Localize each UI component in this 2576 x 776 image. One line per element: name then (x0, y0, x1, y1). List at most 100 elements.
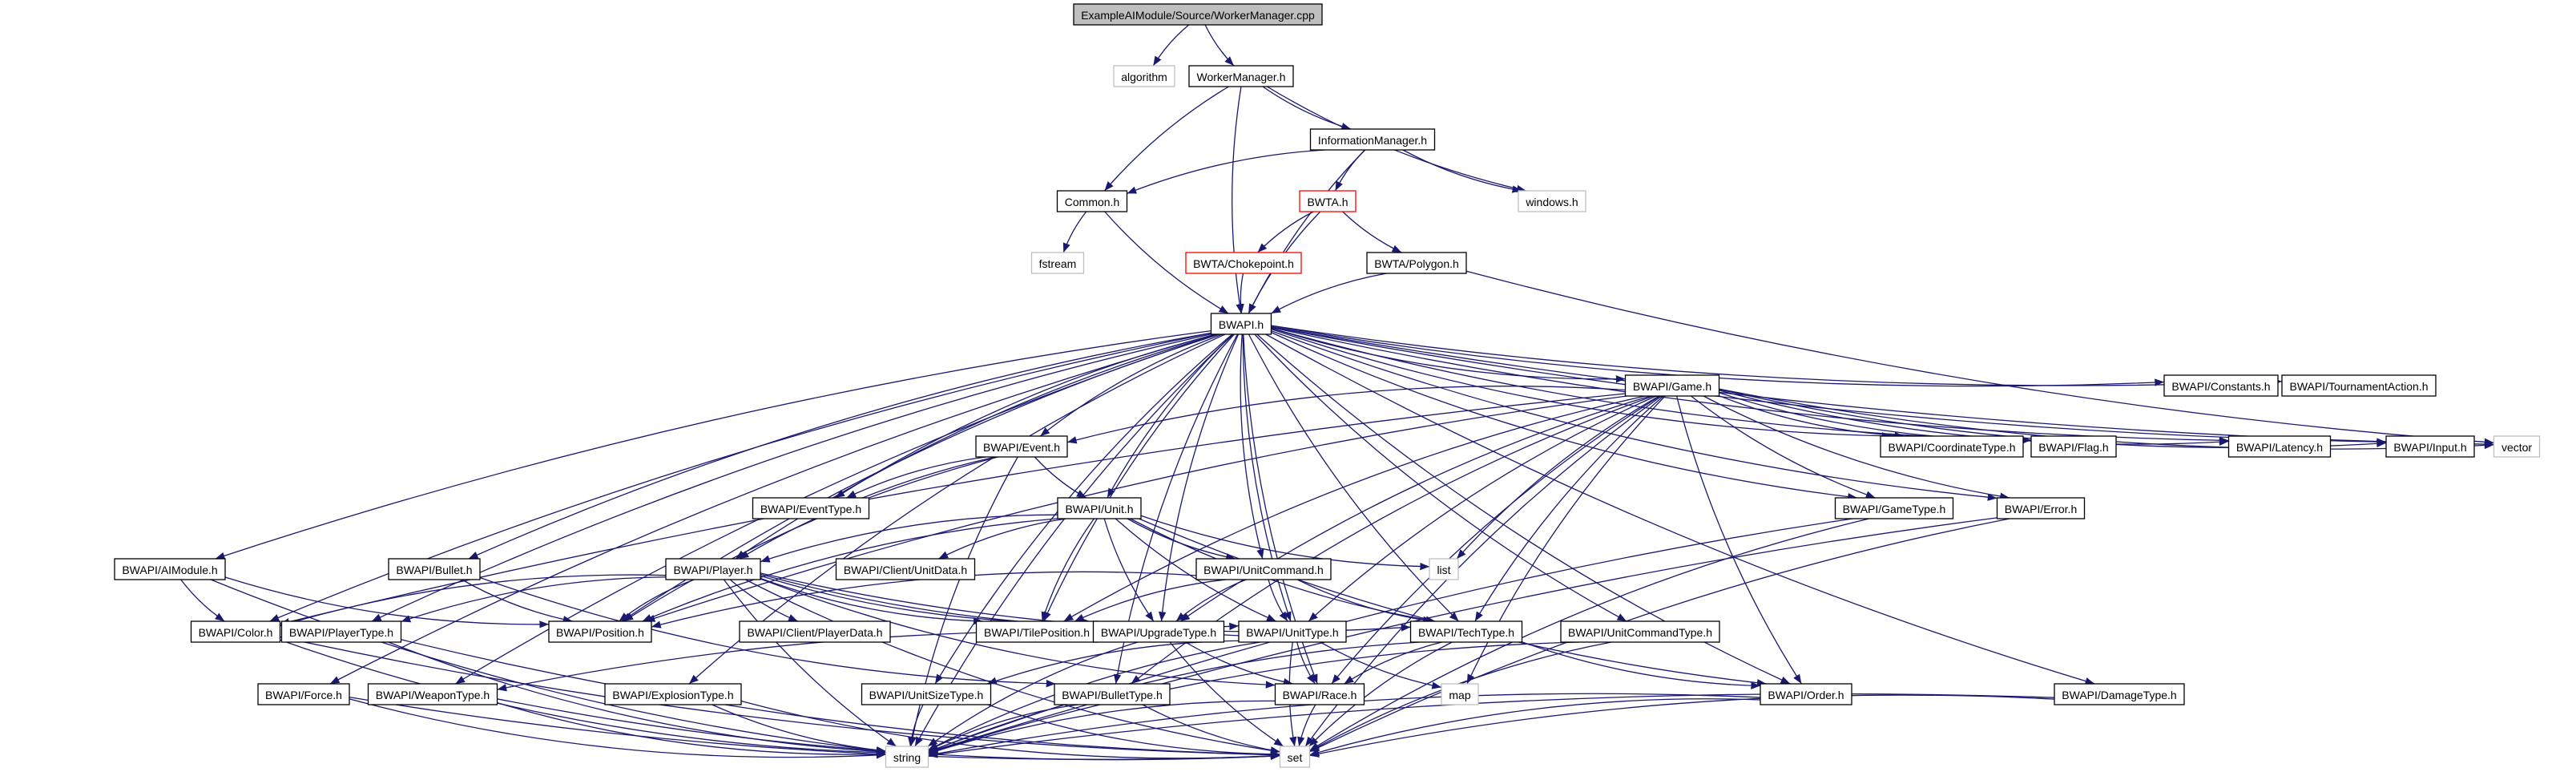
edge-player-to-set (745, 579, 1280, 754)
node-label-unitcommand: BWAPI/UnitCommand.h (1203, 564, 1324, 576)
node-label-position: BWAPI/Position.h (556, 626, 644, 639)
edge-color-to-set (280, 636, 1280, 759)
edge-gametype-to-set (1309, 518, 1869, 751)
node-order[interactable]: BWAPI/Order.h (1760, 683, 1852, 705)
node-aimodule[interactable]: BWAPI/AIModule.h (114, 558, 226, 580)
node-constants[interactable]: BWAPI/Constants.h (2163, 374, 2279, 397)
node-box-fstream (1030, 252, 1085, 274)
node-windows[interactable]: windows.h (1518, 190, 1586, 212)
node-label-latency: BWAPI/Latency.h (2236, 441, 2323, 454)
edge-damagetype-to-string (928, 693, 2055, 758)
node-unitcommand[interactable]: BWAPI/UnitCommand.h (1195, 558, 1332, 580)
node-unittype[interactable]: BWAPI/UnitType.h (1238, 620, 1347, 643)
node-position[interactable]: BWAPI/Position.h (548, 620, 652, 643)
edge-game-to-techtype (1474, 395, 1664, 622)
edge-unitcommand-to-upgradetype (1175, 579, 1247, 622)
node-bwapi[interactable]: BWAPI.h (1210, 313, 1272, 335)
edge-bwapi-to-unittype (1242, 333, 1292, 622)
edge-common-to-fstream (1062, 211, 1087, 253)
edge-player-to-tileposition (760, 577, 983, 625)
edge-game-to-color (280, 393, 1626, 626)
node-latency[interactable]: BWAPI/Latency.h (2227, 435, 2332, 458)
node-workermanager[interactable]: WorkerManager.h (1188, 65, 1294, 87)
edge-workermanager-to-infomanager (1262, 86, 1352, 131)
edge-bwapi-to-force (329, 333, 1215, 685)
node-polygon[interactable]: BWTA/Polygon.h (1366, 252, 1467, 274)
edge-bwapi-to-gametype (1271, 332, 1857, 501)
node-box-map (1441, 683, 1479, 705)
node-bullettype[interactable]: BWAPI/BulletType.h (1054, 683, 1171, 705)
node-eventtype[interactable]: BWAPI/EventType.h (752, 497, 870, 519)
edge-bwapi-to-damagetype (1265, 333, 2095, 685)
node-damagetype[interactable]: BWAPI/DamageType.h (2054, 683, 2185, 705)
edge-playertype-to-set (401, 639, 1280, 759)
node-force[interactable]: BWAPI/Force.h (257, 683, 350, 705)
edge-techtype-to-order (1522, 641, 1761, 689)
node-techtype[interactable]: BWAPI/TechType.h (1409, 620, 1523, 643)
edge-unitsizetype-to-set (987, 704, 1280, 758)
node-weapontype[interactable]: BWAPI/WeaponType.h (367, 683, 498, 705)
node-label-unittype: BWAPI/UnitType.h (1246, 626, 1338, 639)
node-infomanager[interactable]: InformationManager.h (1309, 128, 1436, 151)
node-algorithm[interactable]: algorithm (1113, 65, 1175, 87)
node-flag[interactable]: BWAPI/Flag.h (2030, 435, 2117, 458)
node-player[interactable]: BWAPI/Player.h (665, 558, 761, 580)
node-game[interactable]: BWAPI/Game.h (1624, 374, 1720, 397)
node-unitcommandtype[interactable]: BWAPI/UnitCommandType.h (1560, 620, 1720, 643)
node-vector[interactable]: vector (2493, 435, 2541, 458)
node-tournament[interactable]: BWAPI/TournamentAction.h (2281, 374, 2437, 397)
node-explosiontype[interactable]: BWAPI/ExplosionType.h (604, 683, 742, 705)
edge-unitcommandtype-to-string (928, 641, 1579, 754)
edge-bwapi-to-event (1039, 333, 1223, 437)
node-label-error: BWAPI/Error.h (2005, 503, 2078, 515)
edge-game-to-order (1675, 395, 1802, 685)
node-bullet[interactable]: BWAPI/Bullet.h (388, 558, 481, 580)
node-label-tournament: BWAPI/TournamentAction.h (2289, 380, 2428, 393)
node-box-force (257, 683, 350, 705)
node-error[interactable]: BWAPI/Error.h (1996, 497, 2086, 519)
edge-bwta-to-chokepoint (1257, 211, 1314, 253)
node-bwta[interactable]: BWTA.h (1299, 190, 1357, 212)
edge-game-to-race (1331, 395, 1661, 685)
node-race[interactable]: BWAPI/Race.h (1274, 683, 1365, 705)
node-string[interactable]: string (885, 746, 929, 768)
node-box-bwapi (1210, 313, 1272, 335)
node-label-unitsizetype: BWAPI/UnitSizeType.h (869, 689, 984, 701)
edge-race-to-string (928, 700, 1276, 754)
node-box-unitcommand (1195, 558, 1332, 580)
node-label-tileposition: BWAPI/TilePosition.h (984, 626, 1090, 639)
node-list[interactable]: list (1429, 558, 1459, 580)
node-event[interactable]: BWAPI/Event.h (975, 435, 1068, 458)
node-root[interactable]: ExampleAIModule/Source/WorkerManager.cpp (1073, 3, 1323, 26)
node-fstream[interactable]: fstream (1030, 252, 1085, 274)
edge-bwapi-to-string (914, 333, 1234, 747)
edge-aimodule-to-string (210, 579, 886, 754)
node-tileposition[interactable]: BWAPI/TilePosition.h (975, 620, 1099, 643)
node-box-unit (1057, 497, 1142, 519)
node-common[interactable]: Common.h (1056, 190, 1128, 212)
node-playertype[interactable]: BWAPI/PlayerType.h (280, 620, 402, 643)
node-coordtype[interactable]: BWAPI/CoordinateType.h (1880, 435, 2024, 458)
node-label-windows: windows.h (1525, 196, 1578, 208)
edge-playertype-to-string (388, 641, 886, 756)
node-input[interactable]: BWAPI/Input.h (2385, 435, 2475, 458)
node-label-set: set (1288, 751, 1303, 764)
node-chokepoint[interactable]: BWTA/Chokepoint.h (1185, 252, 1302, 274)
node-label-bullettype: BWAPI/BulletType.h (1062, 689, 1163, 701)
node-unitsizetype[interactable]: BWAPI/UnitSizeType.h (861, 683, 992, 705)
edge-game-to-upgradetype (1179, 395, 1651, 622)
node-label-input: BWAPI/Input.h (2393, 441, 2466, 454)
node-unitdata[interactable]: BWAPI/Client/UnitData.h (835, 558, 976, 580)
edge-upgradetype-to-string (927, 641, 1138, 747)
node-playerdata[interactable]: BWAPI/Client/PlayerData.h (739, 620, 891, 643)
node-box-infomanager (1309, 128, 1436, 151)
node-box-unitdata (835, 558, 976, 580)
node-gametype[interactable]: BWAPI/GameType.h (1834, 497, 1954, 519)
node-color[interactable]: BWAPI/Color.h (190, 620, 281, 643)
node-upgradetype[interactable]: BWAPI/UpgradeType.h (1092, 620, 1225, 643)
node-map[interactable]: map (1441, 683, 1479, 705)
node-set[interactable]: set (1279, 746, 1311, 768)
node-label-algorithm: algorithm (1121, 71, 1167, 83)
node-unit[interactable]: BWAPI/Unit.h (1057, 497, 1142, 519)
node-box-damagetype (2054, 683, 2185, 705)
